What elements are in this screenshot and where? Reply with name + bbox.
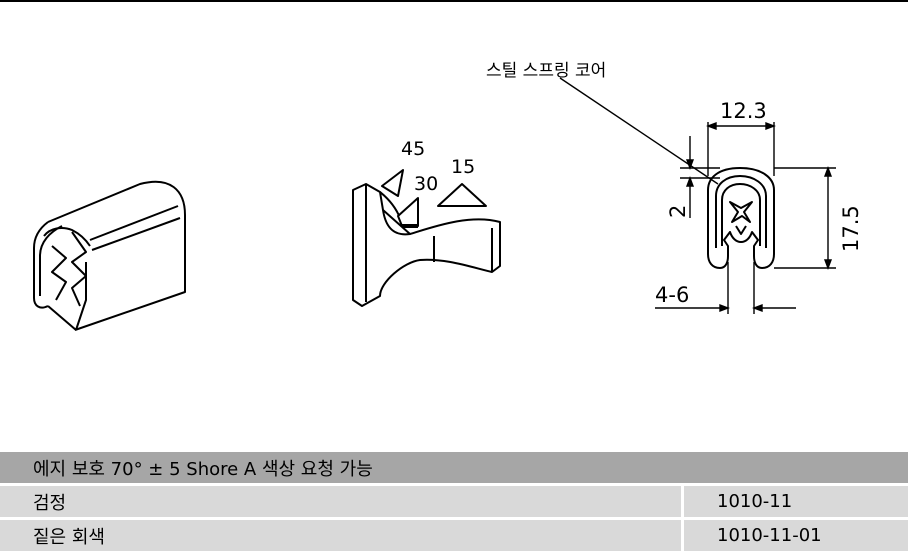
angle-15-label: 15 bbox=[451, 156, 475, 178]
dimension-lines bbox=[559, 77, 836, 314]
range-dimension-label: 4-6 bbox=[655, 283, 689, 307]
part-code-cell: 1010-11 bbox=[717, 491, 793, 512]
angle-illustration bbox=[352, 169, 501, 307]
color-name-cell: 짙은 회색 bbox=[0, 520, 684, 551]
table-row: 검정 1010-11 bbox=[0, 486, 908, 520]
table-row: 짙은 회색 1010-11-01 bbox=[0, 520, 908, 554]
top-rule bbox=[0, 0, 908, 2]
steel-spring-core-callout: 스틸 스프링 코어 bbox=[486, 61, 606, 81]
profile-cross-section bbox=[707, 167, 775, 269]
part-code-cell: 1010-11-01 bbox=[717, 525, 822, 546]
width-dimension-label: 12.3 bbox=[720, 99, 767, 123]
edge-protector-3d-illustration bbox=[33, 180, 186, 331]
gap-dimension-label: 2 bbox=[666, 205, 690, 218]
color-name-cell: 검정 bbox=[0, 486, 684, 517]
spec-table: 에지 보호 70° ± 5 Shore A 색상 요청 가능 검정 1010-1… bbox=[0, 452, 908, 554]
angle-45-label: 45 bbox=[401, 138, 425, 160]
technical-drawing: 45 30 15 bbox=[33, 61, 863, 331]
table-header-text: 에지 보호 70° ± 5 Shore A 색상 요청 가능 bbox=[33, 458, 373, 480]
angle-30-label: 30 bbox=[414, 173, 438, 195]
table-header-row: 에지 보호 70° ± 5 Shore A 색상 요청 가능 bbox=[0, 452, 908, 486]
height-dimension-label: 17.5 bbox=[839, 205, 863, 252]
